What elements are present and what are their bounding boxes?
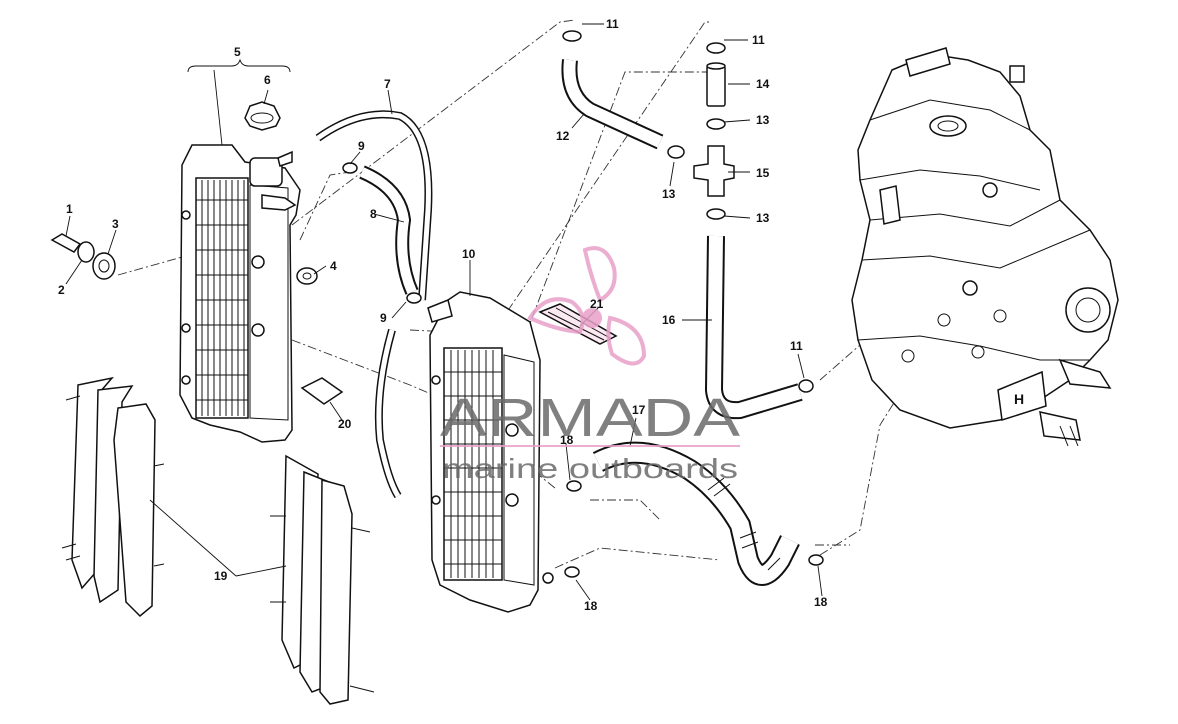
callout-19: 19 (214, 569, 228, 583)
callout-10: 10 (462, 247, 476, 261)
engine: H (851, 47, 1119, 447)
callout-14: 14 (756, 77, 770, 91)
engine-badge: H (1014, 391, 1024, 407)
callout-7: 7 (384, 77, 391, 91)
callout-18-lower: 18 (584, 599, 598, 613)
callout-13-mid: 13 (662, 187, 676, 201)
clamp-9-upper (342, 162, 358, 174)
bracket-5 (187, 58, 291, 73)
callout-11-right: 11 (752, 33, 765, 47)
louver-right-set (270, 454, 375, 705)
hose-12 (561, 30, 685, 159)
callout-2: 2 (58, 283, 65, 297)
callout-18-upper: 18 (560, 433, 574, 447)
callout-9-upper: 9 (358, 139, 365, 153)
watermark-tagline: marine outboards (442, 453, 738, 484)
clamp-9-lower (406, 292, 422, 304)
callout-5: 5 (234, 45, 241, 59)
callout-9-lower: 9 (380, 311, 387, 325)
callout-8: 8 (370, 207, 377, 221)
callout-1: 1 (66, 202, 73, 216)
callout-15: 15 (756, 166, 770, 180)
clamp-18-right (808, 554, 824, 566)
armada-logo-icon (527, 246, 647, 366)
bolt-washer-grommet (50, 233, 116, 280)
callout-16: 16 (662, 313, 676, 327)
callout-20: 20 (338, 417, 352, 431)
tee-assembly (693, 42, 735, 220)
callout-3: 3 (112, 217, 119, 231)
clamp-18-lower (564, 566, 580, 578)
radiator-left (179, 144, 301, 443)
callout-13-lower: 13 (756, 211, 770, 225)
armada-watermark: ARMADA marine outboards (440, 246, 740, 484)
watermark-brand: ARMADA (440, 388, 740, 448)
leader-lines (65, 23, 823, 601)
hose-8 (359, 165, 419, 295)
hose-7 (315, 110, 433, 499)
callout-17: 17 (632, 403, 646, 417)
callout-6: 6 (264, 73, 271, 87)
hose-17 (592, 441, 800, 586)
hose-16 (704, 235, 814, 420)
callout-13-upper: 13 (756, 113, 770, 127)
callout-18-right: 18 (814, 595, 828, 609)
callout-labels: 1 2 3 4 5 6 7 8 9 9 10 11 11 11 12 13 13… (58, 17, 828, 613)
radiator-cap (244, 101, 281, 131)
louver-left-set (61, 376, 165, 618)
callout-11-lower: 11 (790, 339, 803, 353)
radiator-right (427, 291, 554, 613)
radiator-right-fins (444, 350, 502, 578)
callout-11-top: 11 (606, 17, 619, 31)
callout-4: 4 (330, 259, 337, 273)
sponge-pad (300, 377, 344, 405)
callout-21: 21 (590, 297, 604, 311)
clamp-18-upper (566, 480, 582, 492)
callout-12: 12 (556, 129, 570, 143)
bush (296, 267, 318, 285)
radiator-left-fins (196, 180, 248, 416)
